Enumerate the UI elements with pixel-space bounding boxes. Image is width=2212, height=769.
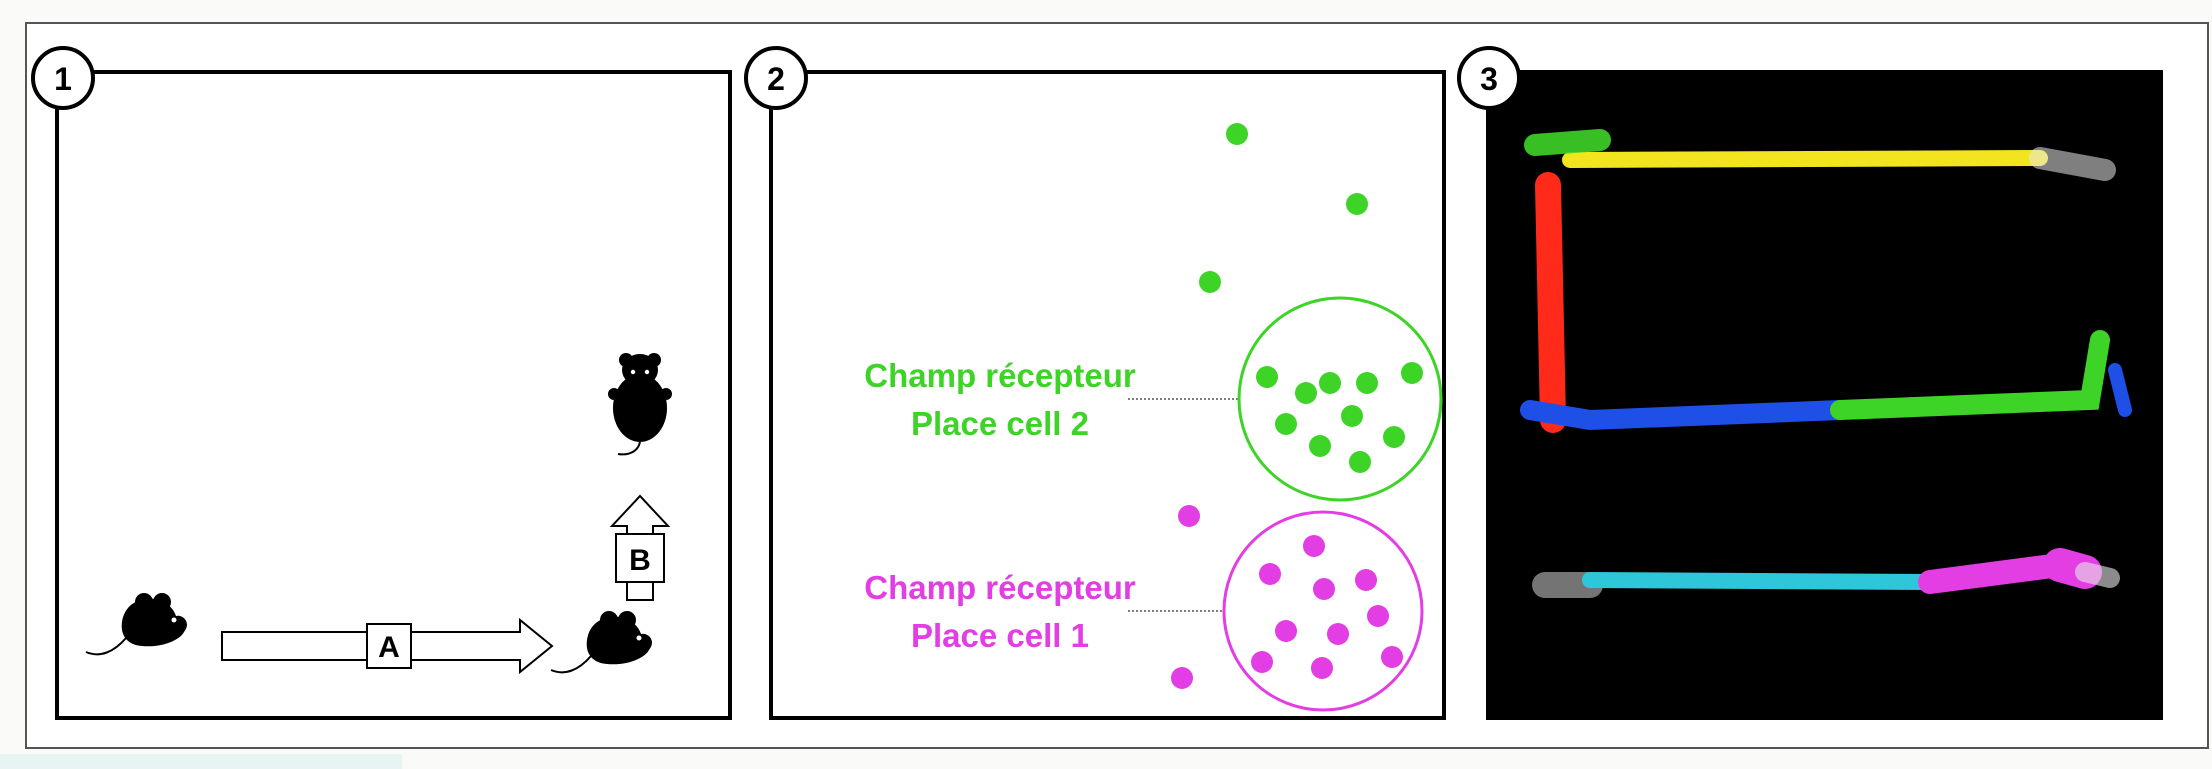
track-cyan-segment bbox=[1582, 572, 1938, 590]
place-cell-2-receptive-field bbox=[1237, 296, 1443, 502]
place-cell-1-receptive-field bbox=[1222, 510, 1424, 712]
arrow-a: A bbox=[221, 617, 554, 675]
panel-2: 2 Champ récepteur Place cell 2 Champ réc… bbox=[744, 46, 1446, 720]
track-white-end-right bbox=[2075, 562, 2120, 588]
track-red-segment bbox=[1535, 172, 1566, 433]
place-cell-1-label-line1: Champ récepteur bbox=[864, 569, 1136, 606]
track-green-bottom-segment bbox=[1830, 330, 2110, 420]
arrow-a-label: A bbox=[378, 631, 400, 664]
track-yellow-segment bbox=[1562, 150, 2048, 168]
track-blue-corner-bottom-right bbox=[2108, 363, 2132, 417]
arrow-b: B bbox=[609, 494, 671, 601]
track-lower-linear bbox=[1532, 548, 2120, 598]
panel-3-number-badge bbox=[1457, 46, 1521, 110]
place-cell-2-label-line1: Champ récepteur bbox=[864, 357, 1136, 394]
caption-tab bbox=[0, 754, 402, 769]
place-cell-1-label-line2: Place cell 1 bbox=[911, 617, 1089, 654]
place-cell-2-spikes bbox=[1199, 123, 1423, 473]
panel-1: 1 A B bbox=[31, 46, 732, 720]
panel-2-arena bbox=[769, 70, 1446, 720]
place-cell-2-group: Champ récepteur Place cell 2 bbox=[864, 123, 1443, 502]
track-green-corner-top-left bbox=[1524, 129, 1611, 156]
place-cell-1-spikes bbox=[1171, 505, 1403, 689]
track-blue-segment bbox=[1520, 400, 1850, 431]
panel-1-number: 1 bbox=[54, 61, 72, 97]
track-white-corner-top-right bbox=[2029, 147, 2116, 181]
place-cell-2-label-line2: Place cell 2 bbox=[911, 405, 1089, 442]
place-cell-1-group: Champ récepteur Place cell 1 bbox=[864, 505, 1424, 712]
panel-1-number-badge bbox=[31, 46, 95, 110]
track-upper-rectangle bbox=[1520, 129, 2132, 433]
panel-3-number: 3 bbox=[1480, 61, 1498, 97]
panel-3: 3 bbox=[1457, 46, 2163, 720]
arrow-b-label: B bbox=[629, 544, 651, 577]
panel-2-number-badge bbox=[744, 46, 808, 110]
panel-2-number: 2 bbox=[767, 61, 785, 97]
track-magenta-segment bbox=[1918, 553, 2072, 594]
